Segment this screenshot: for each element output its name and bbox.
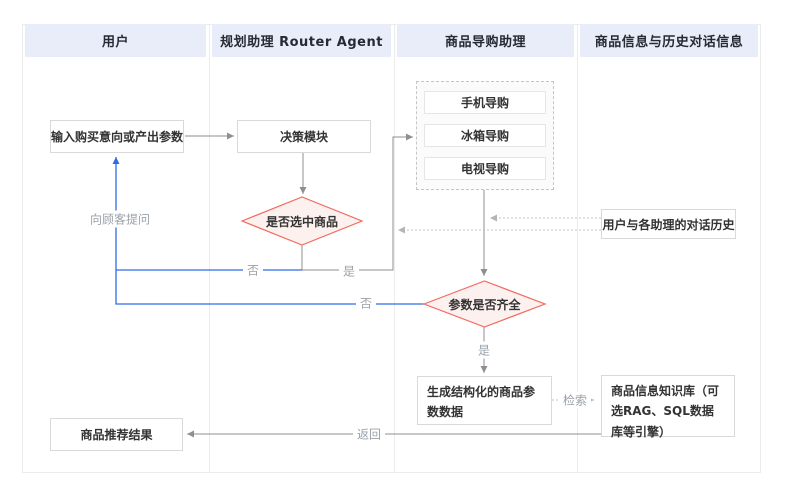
lane-header-user: 用户 [25,24,206,57]
node-knowledge-base: 商品信息知识库（可选RAG、SQL数据库等引擎） [601,375,735,439]
edge-label-selected-yes: 是 [338,262,360,280]
lane-header-shopping-guide: 商品导购助理 [397,24,574,57]
lane-header-router-agent: 规划助理 Router Agent [212,24,391,57]
label-check-selected: 是否选中商品 [265,214,338,229]
lane-separator-2 [394,24,395,473]
lane-header-info-history: 商品信息与历史对话信息 [580,24,758,57]
node-generate-params: 生成结构化的商品参数数据 [417,376,552,425]
edge-label-return: 返回 [352,425,386,443]
edge-label-params-no: 否 [355,294,377,312]
edge-label-ask-customer: 向顾客提问 [85,210,155,228]
edge-label-params-yes: 是 [473,341,495,359]
edge-label-selected-no: 否 [242,261,264,279]
node-guide-tv: 电视导购 [424,157,546,180]
node-result: 商品推荐结果 [50,418,183,451]
node-dialog-history: 用户与各助理的对话历史 [601,209,736,239]
lane-separator-3 [577,24,578,473]
node-input: 输入购买意向或产出参数 [50,120,184,153]
node-guide-fridge: 冰箱导购 [424,124,546,147]
label-check-params: 参数是否齐全 [448,297,521,312]
node-decision-module: 决策模块 [237,120,371,153]
node-guide-phone: 手机导购 [424,91,546,114]
lane-separator-1 [209,24,210,473]
edge-label-search: 检索 [558,391,592,409]
